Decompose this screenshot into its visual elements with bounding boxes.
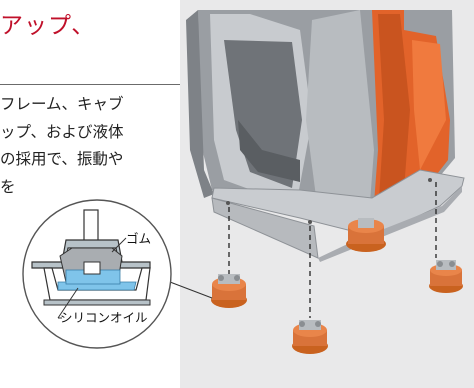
label-silicone-oil: シリコンオイル bbox=[60, 310, 148, 325]
rubber-pointer bbox=[111, 237, 127, 253]
heading: アップ、 bbox=[0, 13, 96, 39]
label-rubber: ゴム bbox=[126, 231, 151, 246]
oil-pointer bbox=[57, 287, 79, 319]
mount-guide-lines bbox=[228, 182, 437, 318]
mount-left bbox=[211, 274, 247, 308]
cab-mount-illustration bbox=[180, 0, 474, 388]
body-line: の採用で、振動や bbox=[0, 150, 124, 168]
mount-center bbox=[292, 320, 328, 354]
divider-rule bbox=[0, 84, 182, 85]
body-text: フレーム、キャブ ップ、および液体 の採用で、振動や を bbox=[0, 91, 183, 201]
body-line: ップ、および液体 bbox=[0, 122, 124, 141]
body-line: フレーム、キャブ bbox=[0, 95, 124, 113]
bolt bbox=[83, 209, 99, 245]
mount-under-plate bbox=[346, 218, 386, 252]
body-line: を bbox=[0, 177, 16, 196]
callout-line bbox=[169, 281, 213, 299]
operator-cab bbox=[186, 10, 455, 236]
mount-right bbox=[429, 260, 463, 293]
